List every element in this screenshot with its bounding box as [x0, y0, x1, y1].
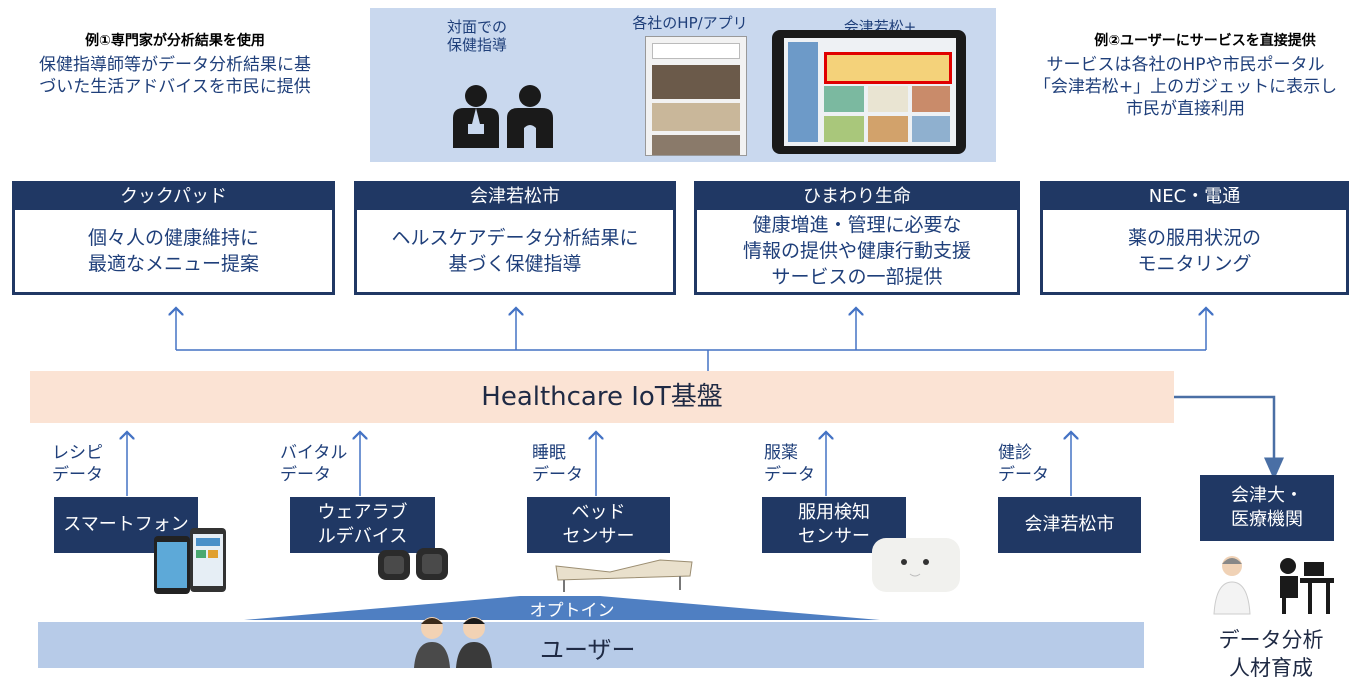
company-box-aizu: 会津若松市 ヘルスケアデータ分析結果に 基づく保健指導 — [354, 181, 676, 295]
data-label-medication: 服薬 データ — [764, 442, 815, 486]
device-label-line-2: センサー — [798, 526, 870, 547]
company-name: クックパッド — [15, 184, 332, 210]
phone-screenshot — [645, 36, 747, 156]
data-label-line-1: 服薬 — [764, 443, 798, 463]
analyst-icons — [1204, 552, 1340, 616]
company-desc-line-1: 健康増進・管理に必要な — [752, 214, 962, 236]
hp-app-label: 各社のHP/アプリ — [632, 14, 748, 32]
left-note-line-1: 保健指導師等がデータ分析結果に基 — [39, 55, 311, 75]
data-label-vital: バイタル データ — [280, 442, 347, 486]
device-bed-sensor: ベッド センサー — [527, 497, 670, 553]
company-desc-line-2: 最適なメニュー提案 — [87, 253, 259, 275]
healthcare-iot-platform: Healthcare IoT基盤 — [30, 371, 1174, 423]
company-name: NEC・電通 — [1043, 184, 1346, 210]
data-label-line-1: バイタル — [280, 443, 348, 463]
data-label-line-2: データ — [52, 465, 103, 485]
hero-panel: 対面での 保健指導 各社のHP/アプリ 会津若松+ — [370, 8, 996, 162]
left-note-line-2: づいた生活アドバイスを市民に提供 — [39, 77, 311, 97]
face-to-face-label: 対面での 保健指導 — [432, 18, 522, 54]
bed-icon — [550, 544, 698, 594]
company-description: 健康増進・管理に必要な 情報の提供や健康行動支援 サービスの一部提供 — [697, 210, 1017, 292]
company-desc-line-1: 個々人の健康維持に — [87, 227, 259, 249]
device-label-line-1: 服用検知 — [798, 502, 870, 523]
data-label-checkup: 健診 データ — [998, 442, 1049, 486]
data-label-line-2: データ — [998, 465, 1049, 485]
device-wearable: ウェアラブ ルデバイス — [290, 497, 435, 553]
data-label-line-2: データ — [280, 465, 331, 485]
university-line-1: 会津大・ — [1231, 485, 1303, 506]
company-description: 薬の服用状況の モニタリング — [1043, 210, 1346, 292]
company-desc-line-1: 薬の服用状況の — [1127, 227, 1261, 249]
device-aizu-city: 会津若松市 — [998, 497, 1141, 553]
analyst-label: データ分析 人材育成 — [1196, 626, 1346, 682]
analyst-line-2: 人材育成 — [1229, 656, 1313, 680]
company-name: 会津若松市 — [357, 184, 673, 210]
device-label: スマートフォン — [63, 514, 189, 535]
users-icon — [410, 612, 500, 668]
opt-in-label: オプトイン — [529, 601, 615, 621]
data-label-line-1: レシピ — [52, 443, 103, 463]
company-desc-line-1: ヘルスケアデータ分析結果に — [391, 227, 639, 249]
opt-in-trapezoid — [244, 596, 880, 620]
right-note-line-2: 「会津若松+」上のガジェットに表示し — [1033, 77, 1338, 97]
company-desc-line-2: 情報の提供や健康行動支援 — [742, 240, 971, 262]
tablet-screenshot — [772, 30, 966, 154]
company-box-cookpad: クックパッド 個々人の健康維持に 最適なメニュー提案 — [12, 181, 335, 295]
connector-lines — [0, 0, 1284, 620]
company-desc-line-2: 基づく保健指導 — [448, 253, 582, 275]
company-description: ヘルスケアデータ分析結果に 基づく保健指導 — [357, 210, 673, 292]
data-label-line-1: 健診 — [998, 443, 1032, 463]
pill-sensor-icon — [870, 536, 962, 594]
university-line-2: 医療機関 — [1231, 509, 1303, 530]
device-label-line-2: センサー — [562, 526, 635, 547]
data-label-recipe: レシピ データ — [52, 442, 103, 486]
device-label-line-1: ウェアラブ — [317, 502, 408, 523]
counselor-icon — [450, 84, 560, 148]
right-note-line-1: サービスは各社のHPや市民ポータル — [1046, 55, 1325, 75]
right-note-body: サービスは各社のHPや市民ポータル 「会津若松+」上のガジェットに表示し 市民が… — [1022, 54, 1349, 120]
user-label: ユーザー — [540, 636, 636, 664]
company-name: ひまわり生命 — [697, 184, 1017, 210]
company-desc-line-3: サービスの一部提供 — [771, 266, 943, 288]
data-label-sleep: 睡眠 データ — [532, 442, 583, 486]
face-label-line-1: 対面での — [446, 18, 507, 36]
arrow-to-university — [1174, 395, 1284, 480]
face-label-line-2: 保健指導 — [446, 36, 507, 54]
company-box-himawari: ひまわり生命 健康増進・管理に必要な 情報の提供や健康行動支援 サービスの一部提… — [694, 181, 1020, 295]
wearable-band-icon — [376, 542, 452, 582]
right-note-title: 例②ユーザーにサービスを直接提供 — [1094, 33, 1316, 49]
device-label-line-2: ルデバイス — [317, 526, 408, 547]
smartphone-icon — [150, 526, 230, 596]
data-label-line-2: データ — [764, 465, 815, 485]
device-label-line-1: ベッド — [571, 502, 626, 523]
company-description: 個々人の健康維持に 最適なメニュー提案 — [15, 210, 332, 292]
user-bar — [38, 622, 1144, 668]
device-label: 会津若松市 — [1024, 514, 1115, 535]
right-note-line-3: 市民が直接利用 — [1126, 99, 1245, 119]
company-desc-line-2: モニタリング — [1137, 253, 1252, 275]
data-label-line-2: データ — [532, 465, 583, 485]
left-note-body: 保健指導師等がデータ分析結果に基 づいた生活アドバイスを市民に提供 — [8, 54, 342, 98]
company-box-nec-dentsu: NEC・電通 薬の服用状況の モニタリング — [1040, 181, 1349, 295]
left-note-title: 例①専門家が分析結果を使用 — [85, 33, 265, 49]
data-label-line-1: 睡眠 — [532, 443, 566, 463]
analyst-line-1: データ分析 — [1218, 628, 1324, 652]
university-medical-box: 会津大・ 医療機関 — [1200, 475, 1334, 541]
